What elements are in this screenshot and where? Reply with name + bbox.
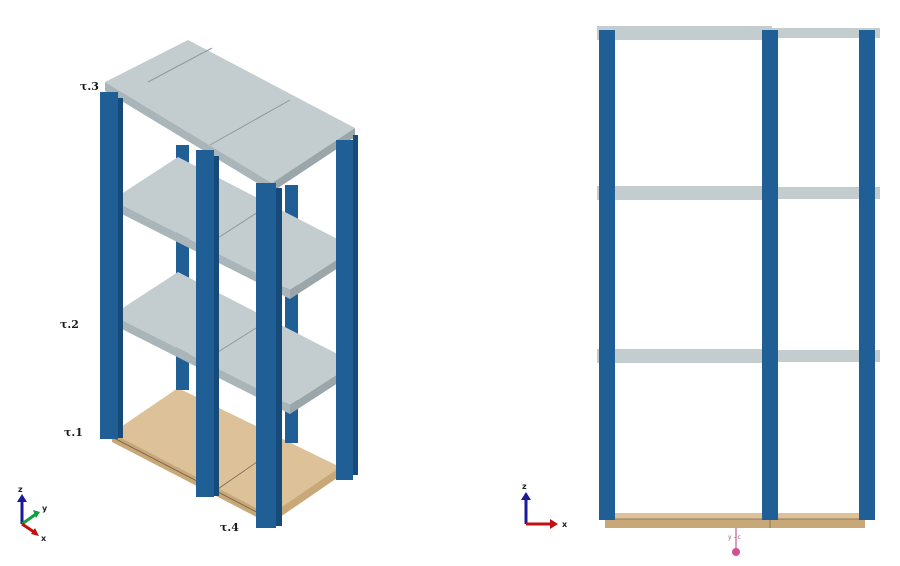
foundation-edge [111, 436, 271, 520]
roof-joint-1 [147, 47, 213, 83]
foundation-side [270, 467, 340, 524]
column-front-right [256, 183, 276, 528]
elevation-foundation [605, 513, 865, 528]
elevation-foundation-body [605, 519, 865, 528]
roof-slab [105, 40, 355, 192]
support-marker-text: y - c [728, 534, 741, 541]
axis-x-line [21, 522, 35, 534]
column-front-mid [196, 150, 214, 497]
slab1-top [112, 272, 355, 405]
roof-beam-right [772, 28, 880, 38]
column-front-mid-side [214, 156, 219, 496]
column-side-right [336, 140, 353, 480]
elevation-column-mid [762, 30, 778, 520]
elevation-foundation-top [605, 513, 865, 519]
storey-label-1: τ.1 [64, 426, 83, 439]
axis-z-label: z [18, 485, 23, 494]
beam-level1-left [597, 349, 772, 363]
elev-axis-x-arrow [550, 519, 558, 529]
support-marker: y - c [728, 528, 741, 556]
storey-label-3: τ.3 [80, 80, 99, 93]
beam-level1-right [772, 350, 880, 362]
floor-slab-1 [112, 272, 355, 414]
isometric-view: τ.3 τ.2 τ.1 τ.4 z y x [17, 40, 358, 543]
roof-beam-left [597, 26, 772, 40]
elevation-columns [599, 30, 875, 520]
roof-side [272, 128, 355, 192]
axis-y-arrow [33, 510, 40, 518]
column-front-left-side [118, 98, 123, 438]
roof-front [105, 82, 272, 192]
axis-z-arrow [17, 494, 27, 502]
roof-top [105, 40, 355, 183]
beam-level2-left [597, 186, 772, 200]
front-columns [100, 92, 358, 528]
elev-axis-z-arrow [521, 492, 531, 500]
isometric-axis-triad: z y x [17, 485, 48, 543]
roof-joint-2 [209, 99, 291, 146]
support-marker-icon [732, 548, 740, 556]
axis-y-label: y [42, 504, 48, 513]
foundation-slab [111, 388, 340, 524]
elevation-view: y - c z x [521, 26, 880, 556]
beam-level2-right [772, 187, 880, 199]
elev-axis-z-label: z [522, 482, 527, 491]
axis-y-line [21, 512, 37, 526]
axis-x-arrow [31, 528, 39, 536]
floor-slab-2 [112, 157, 355, 299]
elevation-column-right [859, 30, 875, 520]
storey-label-2: τ.2 [60, 318, 79, 331]
elevation-beams [597, 26, 880, 363]
column-side-right-side [353, 135, 358, 475]
foundation-top [112, 388, 340, 515]
axis-x-label: x [41, 534, 47, 543]
column-front-left [100, 92, 118, 439]
storey-label-4: τ.4 [220, 521, 239, 534]
elevation-axis-triad: z x [521, 482, 568, 529]
elevation-column-left [599, 30, 615, 520]
column-front-right-side [276, 188, 282, 526]
slab2-top [112, 157, 355, 290]
elev-axis-x-label: x [562, 520, 568, 529]
